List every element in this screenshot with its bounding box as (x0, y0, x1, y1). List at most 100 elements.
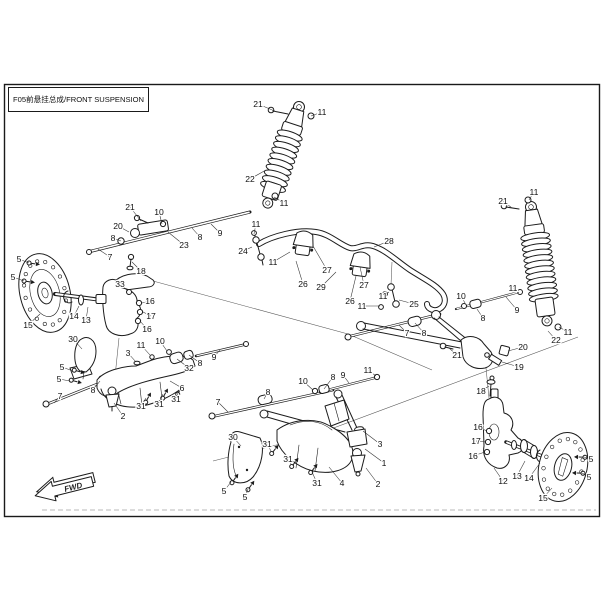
shock-absorber-left (260, 101, 305, 209)
nut (166, 349, 172, 355)
callout-5: 5 (243, 492, 248, 502)
callout-14: 14 (524, 473, 534, 483)
callout-2: 2 (121, 411, 126, 421)
callout-9: 9 (218, 228, 223, 238)
callout-16: 16 (142, 324, 152, 334)
leader-line (398, 324, 408, 334)
leader-line (476, 308, 484, 319)
leader-line (140, 397, 147, 407)
bushing (257, 393, 273, 406)
fwd-label: FWD (63, 481, 83, 494)
bar-clamp-front (292, 230, 314, 257)
callout-31: 31 (312, 478, 322, 488)
callout-7: 7 (108, 252, 113, 262)
leader-line (72, 338, 83, 350)
callout-8: 8 (91, 385, 96, 395)
callout-16: 16 (468, 451, 478, 461)
callout-18: 18 (476, 386, 486, 396)
callout-10: 10 (155, 336, 165, 346)
shock-absorber-right (520, 201, 559, 327)
leader-line (312, 245, 328, 271)
callout-11: 11 (379, 291, 388, 301)
leader-line (505, 296, 518, 311)
frame-border (3, 83, 601, 518)
callout-28: 28 (384, 236, 394, 246)
caliper-nut (135, 299, 143, 307)
leader-line (365, 467, 379, 485)
bolt-pin (26, 260, 40, 267)
stabilizer-link-left (251, 230, 265, 266)
callout-20: 20 (518, 342, 528, 352)
bolt-pin (269, 444, 279, 457)
leader-line (272, 251, 291, 263)
callout-6: 6 (180, 383, 185, 393)
bolt-pin (289, 457, 299, 470)
leader-line (117, 225, 130, 233)
stabilizer-bar (256, 228, 448, 314)
leader-line (249, 169, 267, 180)
circlip-left (63, 290, 73, 304)
bolt-pin (71, 367, 85, 375)
brake-disc-right (537, 432, 589, 502)
drawing-title: F05前悬挂总成/FRONT SUSPENSION (12, 95, 145, 104)
leader-line (311, 471, 318, 484)
callout-26: 26 (345, 296, 355, 306)
leader-line (113, 402, 124, 417)
leader-line (263, 391, 269, 400)
callout-11: 11 (530, 187, 539, 197)
callout-13: 13 (512, 471, 522, 481)
bushing-8 (183, 349, 194, 360)
leader-line (477, 426, 488, 432)
callout-21: 21 (452, 350, 462, 360)
callout-15: 15 (538, 493, 548, 503)
leader-line (169, 380, 183, 389)
leader-line (501, 361, 520, 368)
bolt-pin (68, 377, 82, 385)
leader-line (583, 456, 592, 460)
bolt-pin (229, 473, 239, 486)
leader-line (516, 460, 526, 477)
callout-11: 11 (137, 340, 146, 350)
leader-line (367, 369, 377, 377)
bolt-head (439, 342, 447, 350)
shock-hardware-right (500, 196, 562, 331)
washer (511, 440, 517, 450)
leader-line (364, 448, 385, 464)
leader-line (266, 443, 272, 452)
pivot-bolt-bottom (208, 388, 335, 420)
leader-line (159, 340, 168, 352)
callout-11: 11 (280, 198, 289, 208)
leader-line (493, 467, 504, 482)
callout-32: 32 (184, 363, 194, 373)
drawing-title-box: F05前悬挂总成/FRONT SUSPENSION (8, 87, 149, 112)
leader-line (323, 376, 334, 390)
callout-18: 18 (136, 266, 146, 276)
leader-line (119, 283, 129, 292)
leader-line (328, 466, 343, 484)
small-bolts (21, 260, 588, 493)
callout-8: 8 (111, 233, 116, 243)
callout-3: 3 (378, 439, 383, 449)
callout-16: 16 (473, 422, 483, 432)
callout-8: 8 (422, 328, 427, 338)
callout-31: 31 (154, 399, 164, 409)
callout-13: 13 (81, 315, 91, 325)
leader-line (141, 300, 151, 304)
leader-line (61, 366, 74, 372)
ball-joint-bottom (346, 426, 368, 477)
bolt-head (267, 106, 275, 114)
leader-line (528, 462, 541, 479)
callout-20: 20 (113, 221, 123, 231)
leader-line (542, 487, 553, 499)
callout-5: 5 (60, 362, 65, 372)
washer-left (78, 294, 84, 306)
callout-30: 30 (68, 334, 78, 344)
leader-line (373, 240, 390, 248)
leader-line (158, 211, 163, 225)
disc-holes-right (541, 436, 585, 497)
leader-line (175, 389, 180, 400)
leader-line (85, 306, 89, 321)
leader-line (127, 352, 137, 363)
front-axle-left (53, 290, 104, 306)
